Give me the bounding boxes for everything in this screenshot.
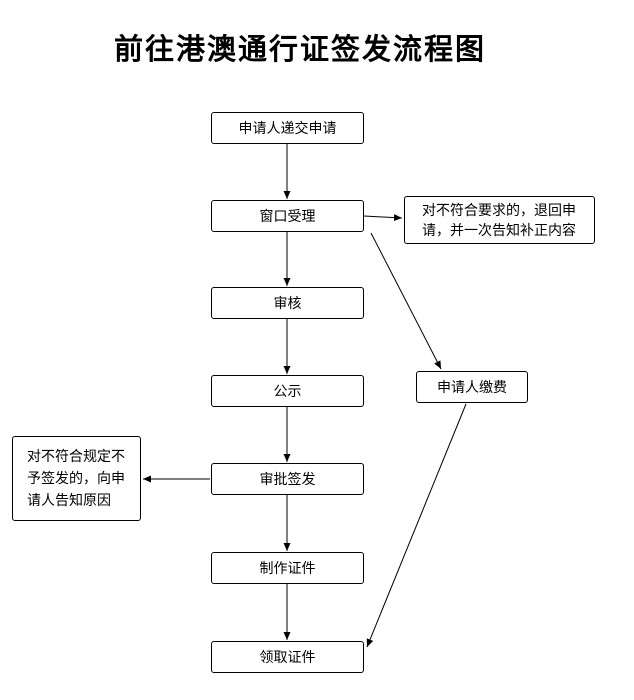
arrow-pay-to-collect — [366, 403, 467, 648]
node-applicant-pays-fee: 申请人缴费 — [416, 371, 528, 403]
node-submit-application: 申请人递交申请 — [211, 112, 364, 144]
node-return-application-note: 对不符合要求的，退回申请，并一次告知补正内容 — [404, 196, 595, 244]
node-produce-document: 制作证件 — [211, 552, 364, 584]
flowchart-title: 前往港澳通行证签发流程图 — [114, 34, 487, 66]
node-approve-issue: 审批签发 — [211, 463, 364, 495]
node-review: 审核 — [211, 287, 364, 319]
arrow-accept-to-pay — [370, 232, 442, 370]
node-window-acceptance: 窗口受理 — [211, 200, 364, 232]
node-refuse-issue-note: 对不符合规定不予签发的，向申请人告知原因 — [12, 436, 141, 521]
node-public-notice: 公示 — [211, 375, 364, 407]
arrow-accept-to-return-note — [363, 214, 403, 222]
node-collect-document: 领取证件 — [211, 641, 364, 673]
